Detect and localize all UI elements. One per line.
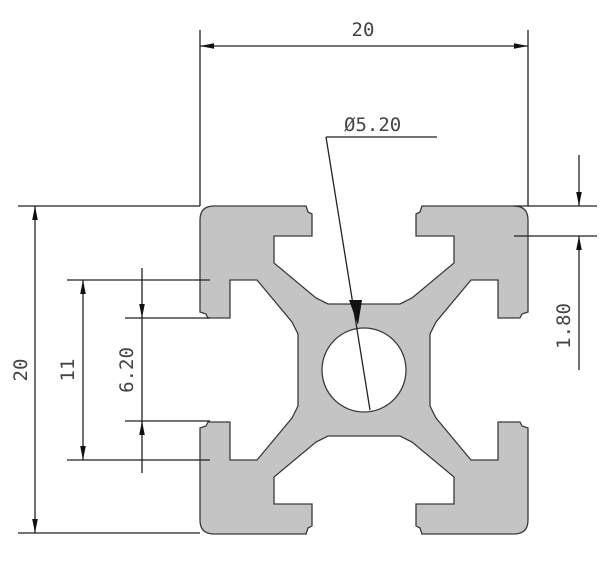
leader-line <box>325 136 371 411</box>
dimension-hole-diameter: Ø5.20 <box>325 114 437 411</box>
dimension-label-slot-opening: 6.20 <box>116 347 138 393</box>
dimension-slot-inner: 11 <box>57 279 210 461</box>
dimension-label-wall: 1.80 <box>553 303 575 349</box>
dimension-slot-opening: 6.20 <box>116 268 210 473</box>
dimension-width: 20 <box>199 19 529 206</box>
profile-cross-section <box>199 205 529 535</box>
dimension-label-width: 20 <box>352 19 375 41</box>
dimension-wall-thickness: 1.80 <box>514 155 597 370</box>
dimension-label-slot-inner: 11 <box>57 359 79 382</box>
dimension-height: 20 <box>10 205 200 534</box>
dimension-label-hole: Ø5.20 <box>344 114 401 136</box>
leader-arrow <box>349 300 362 325</box>
dimension-label-height: 20 <box>10 359 32 382</box>
